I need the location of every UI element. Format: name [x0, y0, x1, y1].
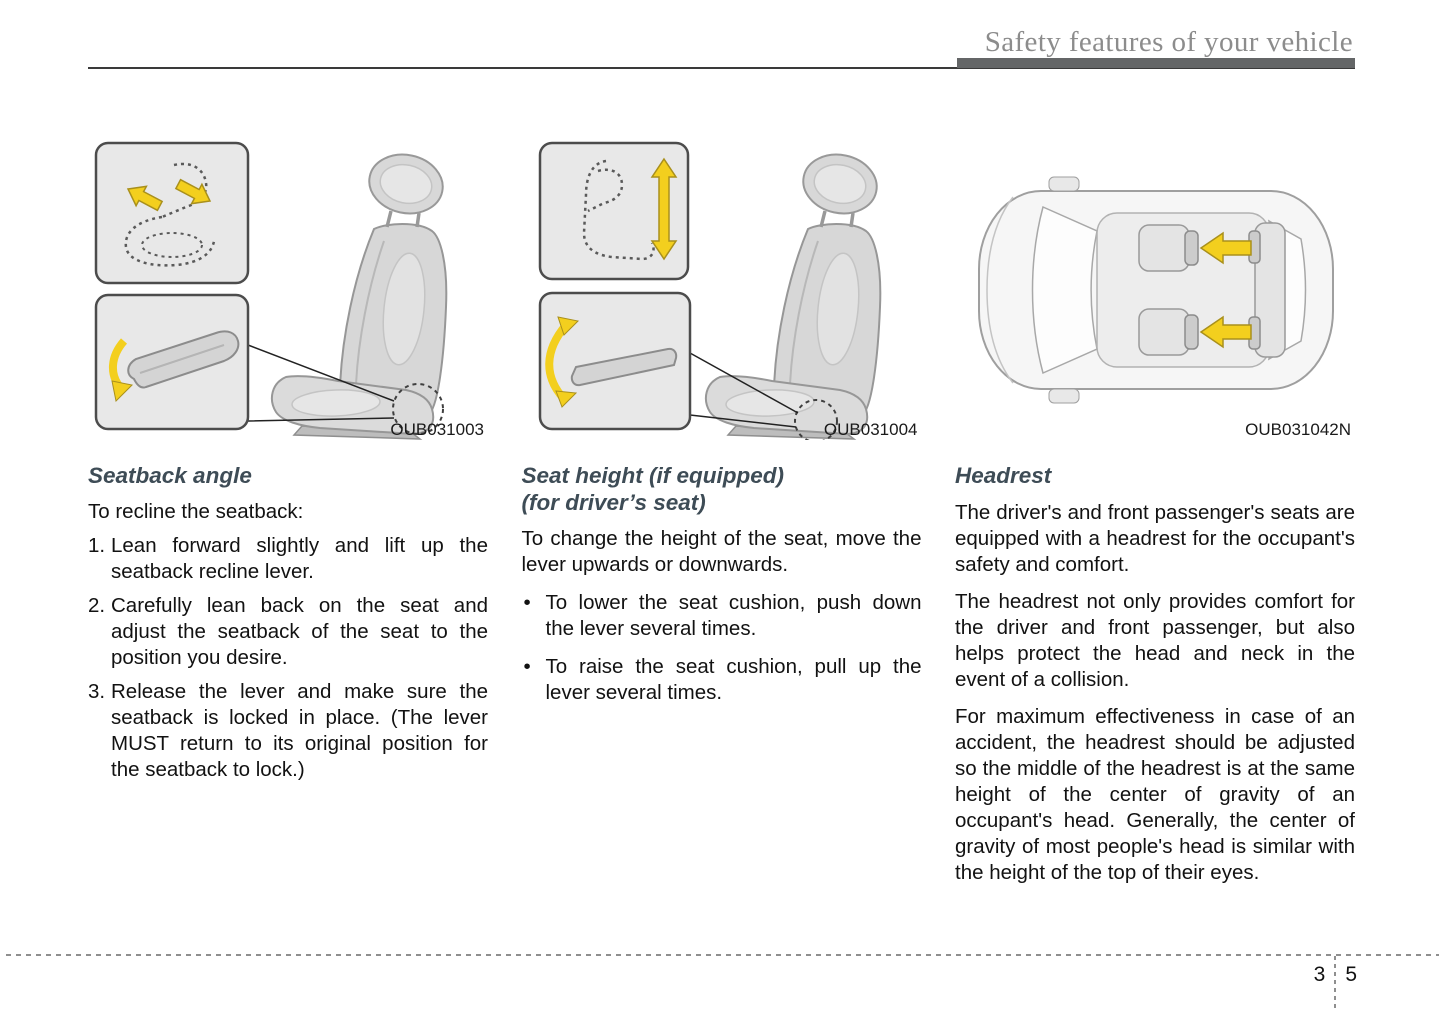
headrest-paragraph: The driver's and front passenger's seats… — [955, 501, 1355, 576]
seat-height-illustration — [538, 141, 881, 440]
headrest-heading: Headrest — [955, 463, 1052, 488]
seat-height-heading-line1: Seat height (if equipped) — [521, 463, 785, 488]
recline-arrow-right-icon — [174, 178, 212, 205]
seat-side-view — [270, 153, 448, 440]
height-direction-inset — [538, 141, 689, 281]
side-mirror — [1048, 388, 1080, 404]
rear-bench-top — [1248, 222, 1286, 358]
headrest-arrow-icon — [1199, 315, 1252, 349]
recline-direction-inset — [94, 141, 250, 285]
callout-lines — [689, 352, 798, 428]
bullet-marker: • — [523, 655, 531, 678]
bullet-text: To raise the seat cushion, pull up the l… — [545, 655, 922, 704]
seat-height-intro: To change the height of the seat, move t… — [521, 527, 922, 576]
front-seat-top — [1138, 308, 1199, 356]
figure-code: OUB031042N — [1245, 420, 1351, 439]
headrest-paragraph: The headrest not only provides comfort f… — [955, 590, 1355, 691]
headrest-arrow-icon — [1199, 231, 1252, 265]
callout-lines — [247, 344, 395, 422]
seat-height-heading: Seat height (if equipped) (for driver’s … — [522, 462, 922, 516]
figure-seatback-recline: OUB031003 — [88, 137, 488, 440]
column-headrest: OUB031042N Headrest The driver's and fro… — [955, 137, 1355, 886]
headrest-top-view-illustration — [978, 176, 1334, 404]
figure-code: OUB031003 — [390, 420, 484, 439]
seatback-angle-intro: To recline the seatback: — [88, 500, 304, 523]
figure-headrest-top-view: OUB031042N — [955, 137, 1355, 440]
headrest-paragraph: For maximum effectiveness in case of an … — [955, 705, 1355, 884]
height-lever-highlight — [793, 399, 838, 440]
list-item: 1. Lean forward slightly and lift up the… — [88, 533, 488, 585]
list-number: 1. — [88, 534, 106, 557]
up-down-arrow-icon — [650, 157, 677, 261]
seatback-angle-heading: Seatback angle — [88, 463, 252, 488]
page-number: 3 5 — [1314, 956, 1357, 1008]
seat-height-heading-line2: (for driver’s seat) — [521, 490, 706, 515]
recline-arrow-left-icon — [126, 185, 164, 212]
list-number: 3. — [88, 680, 106, 703]
content-columns: OUB031003 Seatback angle To recline the … — [88, 137, 1355, 886]
list-text: Lean forward slightly and lift up the se… — [111, 534, 488, 583]
figure-seat-height: OUB031004 — [522, 137, 922, 440]
header-rule — [88, 67, 1355, 69]
bullet-marker: • — [523, 591, 531, 614]
figure-code: OUB031004 — [823, 420, 918, 439]
list-text: Release the lever and make sure the seat… — [111, 680, 488, 781]
bullet-text: To lower the seat cushion, push down the… — [545, 591, 922, 640]
front-seat-top — [1138, 224, 1199, 272]
recline-pivot-highlight — [392, 383, 444, 435]
footer-dashed-rule — [6, 954, 1439, 956]
windshield — [1031, 205, 1098, 375]
chapter-number: 3 — [1313, 963, 1326, 986]
height-lever-inset — [538, 291, 691, 431]
bullet-item: • To lower the seat cushion, push down t… — [522, 590, 922, 642]
recline-lever-inset — [94, 293, 250, 431]
list-text: Carefully lean back on the seat and adju… — [111, 594, 488, 669]
page-number-value: 5 — [1345, 963, 1357, 986]
list-item: 2. Carefully lean back on the seat and a… — [88, 593, 488, 671]
car-top-view — [978, 176, 1334, 404]
column-seat-height: OUB031004 Seat height (if equipped) (for… — [522, 137, 922, 886]
seat-side-view — [704, 153, 881, 440]
list-number: 2. — [88, 594, 106, 617]
column-seatback-angle: OUB031003 Seatback angle To recline the … — [88, 137, 488, 886]
header-accent-bar — [957, 58, 1355, 68]
page-number-divider — [1334, 956, 1337, 1008]
page-title: Safety features of your vehicle — [984, 26, 1353, 58]
side-mirror — [1048, 176, 1080, 192]
seatback-recline-illustration — [94, 141, 448, 440]
bullet-item: • To raise the seat cushion, pull up the… — [522, 654, 922, 706]
list-item: 3. Release the lever and make sure the s… — [88, 679, 488, 783]
